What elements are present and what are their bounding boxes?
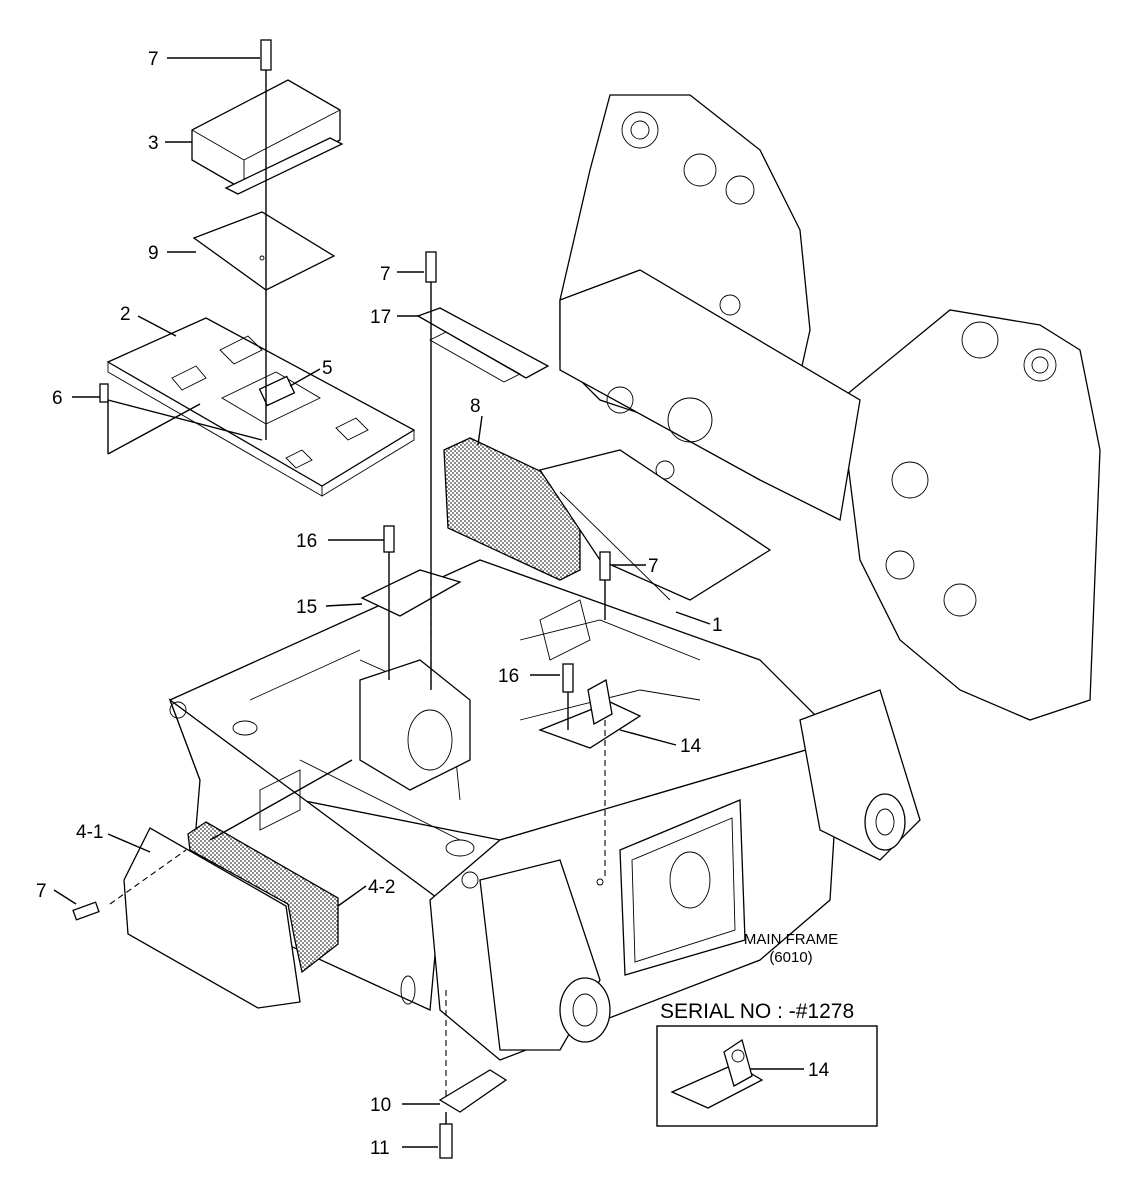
callout-14: 14 <box>680 736 702 757</box>
part-4-1-panel <box>123 827 301 1009</box>
callout-labels: 7 3 9 2 6 5 7 17 8 16 15 7 1 16 14 4-1 7… <box>36 49 723 1159</box>
callout-8: 8 <box>470 396 481 417</box>
part-9-plate <box>192 211 336 291</box>
callout-16-left: 16 <box>296 531 317 552</box>
part-2-floor-plate <box>106 317 416 497</box>
callout-7-bracket: 7 <box>380 264 391 285</box>
fastener-screws <box>72 39 611 1159</box>
callout-1: 1 <box>712 615 723 636</box>
callout-4-1: 4-1 <box>76 822 103 843</box>
callout-leaders <box>53 57 804 1148</box>
callout-7-top: 7 <box>148 49 159 70</box>
callout-3: 3 <box>148 133 159 154</box>
callout-7-center: 7 <box>648 556 659 577</box>
assembly-lines <box>107 70 606 1124</box>
callout-11: 11 <box>370 1138 390 1159</box>
callout-14-inset: 14 <box>808 1060 830 1081</box>
callout-5: 5 <box>322 358 333 379</box>
part-5-insert <box>258 375 296 407</box>
callout-7-left: 7 <box>36 881 47 902</box>
callout-6: 6 <box>52 388 63 409</box>
main-frame-caption: MAIN FRAME <box>744 931 838 948</box>
serial-inset: SERIAL NO : -#1278 14 <box>656 1000 878 1127</box>
part-3-cover <box>191 79 344 195</box>
part-4-2-foam <box>187 821 339 974</box>
part-10-plate <box>438 1069 508 1113</box>
callout-16-center: 16 <box>498 666 519 687</box>
main-frame-code: (6010) <box>769 949 812 966</box>
callout-17: 17 <box>370 307 391 328</box>
callout-4-2: 4-2 <box>368 877 395 898</box>
part-8-foam <box>443 437 581 581</box>
callout-9: 9 <box>148 243 159 264</box>
part-15-plate <box>360 569 462 617</box>
callout-15: 15 <box>296 597 317 618</box>
part-17-bracket <box>416 307 550 383</box>
part-1-pan <box>538 449 772 601</box>
part-14-bracket <box>538 678 642 749</box>
serial-label: SERIAL NO : -#1278 <box>660 1000 854 1023</box>
main-frame <box>168 94 1101 1061</box>
callout-10: 10 <box>370 1095 391 1116</box>
callout-2: 2 <box>120 304 131 325</box>
